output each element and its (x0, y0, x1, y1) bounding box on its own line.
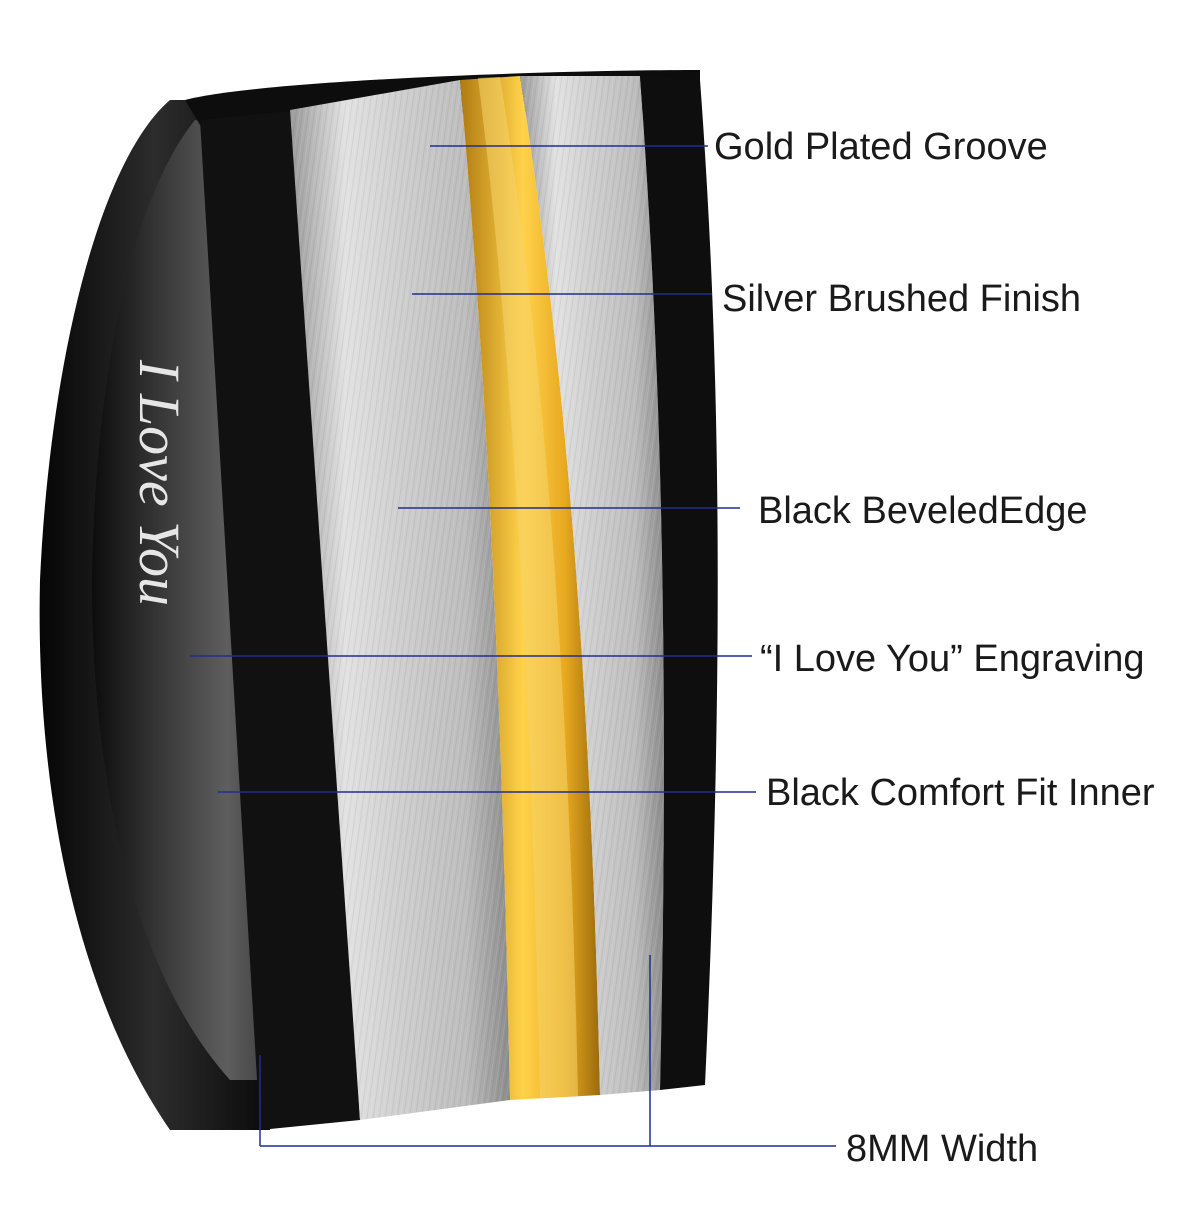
engraving-text: I Love You (127, 359, 192, 606)
bevel-left (200, 110, 360, 1130)
label-width: 8MM Width (846, 1128, 1039, 1170)
label-silver-brushed-finish: Silver Brushed Finish (722, 278, 1082, 320)
bevel-right (640, 76, 718, 1090)
leader-lines (190, 145, 836, 1147)
label-gold-plated-groove: Gold Plated Groove (714, 126, 1048, 168)
label-comfort-fit-inner: Black Comfort Fit Inner (766, 772, 1155, 814)
label-engraving: “I Love You” Engraving (760, 638, 1145, 680)
label-black-beveled-edge: Black BeveledEdge (758, 490, 1088, 532)
